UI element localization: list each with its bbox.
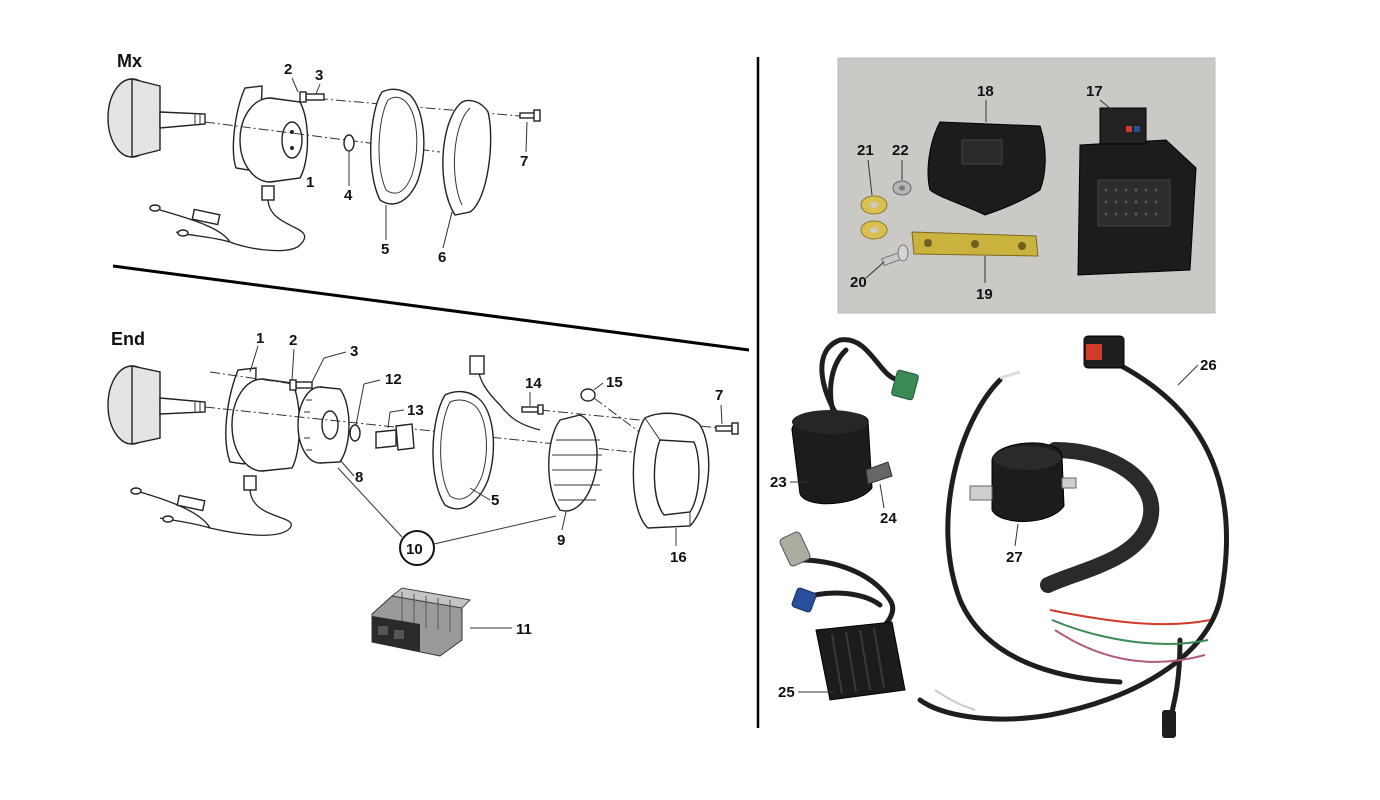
wiring-harness <box>917 335 1229 738</box>
callout-mx-5: 5 <box>381 241 389 258</box>
callout-18: 18 <box>977 83 994 100</box>
callout-end-9: 9 <box>557 532 565 549</box>
mx-stator-plate <box>232 85 309 201</box>
section-divider <box>112 264 750 352</box>
end-screw <box>289 379 313 391</box>
mx-gasket <box>370 88 425 205</box>
callout-17: 17 <box>1086 83 1103 100</box>
callout-end-11: 11 <box>516 621 532 638</box>
end-regulator <box>371 587 472 657</box>
callout-26: 26 <box>1200 357 1217 374</box>
mx-axis <box>204 121 441 153</box>
end-stator-plate <box>225 367 301 491</box>
end-rotor <box>297 386 350 464</box>
mx-washer <box>343 134 355 152</box>
end-cap-nut <box>580 388 596 402</box>
callout-24: 24 <box>880 510 897 527</box>
callout-end-15: 15 <box>606 374 623 391</box>
callout-end-2: 2 <box>289 332 297 349</box>
callout-21: 21 <box>857 142 874 159</box>
photo-ignition: 23 24 25 26 27 <box>770 335 1229 738</box>
rubber-mount <box>927 121 1046 216</box>
callout-19: 19 <box>976 286 993 303</box>
end-cover <box>632 412 710 529</box>
callout-end-10: 10 <box>406 541 423 558</box>
bolt <box>880 244 909 267</box>
callout-end-16: 16 <box>670 549 687 566</box>
photo-panel-cdi: 17 18 19 20 21 22 <box>837 57 1216 314</box>
end-screw-14 <box>521 404 544 415</box>
callout-end-3: 3 <box>350 343 358 360</box>
callout-mx-1: 1 <box>306 174 314 191</box>
callout-end-13: 13 <box>407 402 424 419</box>
callout-25: 25 <box>778 684 795 701</box>
callout-end-8: 8 <box>355 469 363 486</box>
callout-end-5: 5 <box>491 492 499 509</box>
condenser-coil <box>791 337 919 505</box>
mx-flywheel <box>107 78 206 158</box>
end-gasket <box>432 390 495 510</box>
end-wire <box>159 489 293 536</box>
callout-end-14: 14 <box>525 375 542 392</box>
callout-mx-6: 6 <box>438 249 446 266</box>
callout-22: 22 <box>892 142 909 159</box>
end-bolt <box>715 422 739 435</box>
callout-23: 23 <box>770 474 787 491</box>
mx-screw <box>299 91 325 103</box>
mx-wire <box>175 199 306 252</box>
callout-27: 27 <box>1006 549 1023 566</box>
cdi-unit <box>1077 107 1197 276</box>
end-flywheel <box>107 365 206 445</box>
ignition-coil <box>969 442 1160 593</box>
mx-cover <box>442 99 492 216</box>
mx-section: Mx <box>107 51 541 266</box>
mx-bolt <box>519 109 541 122</box>
callout-end-7: 7 <box>715 387 723 404</box>
section-title-end: End <box>111 329 145 349</box>
callout-mx-7: 7 <box>520 153 528 170</box>
end-washer <box>349 424 361 442</box>
voltage-regulator <box>779 531 906 701</box>
callout-end-12: 12 <box>385 371 402 388</box>
callout-20: 20 <box>850 274 867 291</box>
callout-mx-3: 3 <box>315 67 323 84</box>
callout-end-1: 1 <box>256 330 264 347</box>
end-nut <box>375 423 415 451</box>
section-title-mx: Mx <box>117 51 142 71</box>
end-stator <box>469 355 602 512</box>
callout-mx-4: 4 <box>344 187 353 204</box>
callout-end-10-circle <box>399 530 435 566</box>
end-section: End <box>107 329 739 657</box>
callout-mx-2: 2 <box>284 61 292 78</box>
